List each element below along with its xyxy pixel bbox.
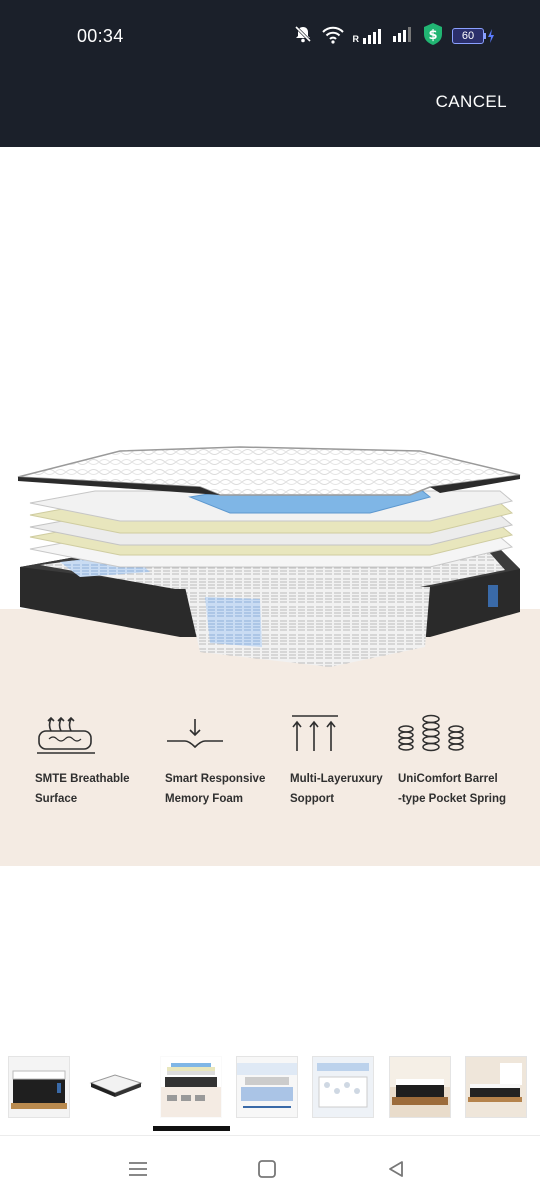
thumbnail-3-selected[interactable] (160, 1056, 222, 1118)
home-button[interactable] (252, 1154, 282, 1184)
mute-icon (293, 24, 313, 49)
wifi-icon (321, 24, 345, 49)
status-time: 00:34 (77, 26, 124, 46)
feature-memory-foam: Smart Responsive Memory Foam (165, 713, 290, 809)
feature-multi-layer-support: Multi-Layeruxury Sopport (290, 713, 415, 809)
feature-breathable-surface: SMTE Breathable Surface (35, 713, 160, 809)
feature-pocket-spring: UniComfort Barrel -type Pocket Spring (398, 713, 523, 809)
thumbnail-strip (0, 1054, 540, 1134)
thumbnail-2[interactable] (84, 1056, 146, 1118)
back-icon (389, 1161, 403, 1177)
feature-label: SMTE Breathable Surface (35, 773, 130, 805)
memory-foam-icon (165, 713, 290, 759)
signal-2-icon (392, 26, 414, 47)
signal-icon: R (353, 28, 385, 44)
thumbnail-4[interactable] (236, 1056, 298, 1118)
cancel-button[interactable]: CANCEL (435, 92, 507, 111)
network-type-label: R (352, 34, 360, 44)
mattress-layers-illustration (17, 446, 521, 667)
feature-label: UniComfort Barrel -type Pocket Spring (398, 773, 506, 805)
battery-icon: 60 (452, 28, 496, 44)
thumbnail-6[interactable] (389, 1056, 451, 1118)
product-image-viewer[interactable]: SMTE Breathable Surface Smart Responsive… (0, 147, 540, 1047)
battery-level: 60 (452, 28, 484, 44)
top-bar: 00:34 R $ 60 CANCEL (0, 0, 540, 147)
support-arrows-icon (290, 713, 415, 759)
recent-apps-button[interactable] (123, 1154, 153, 1184)
status-icons: R $ 60 (293, 22, 497, 51)
back-button[interactable] (381, 1154, 411, 1184)
thumbnail-5[interactable] (312, 1056, 374, 1118)
system-navigation-bar (0, 1135, 540, 1201)
thumbnail-1[interactable] (8, 1056, 70, 1118)
feature-label: Smart Responsive Memory Foam (165, 773, 266, 805)
menu-icon (129, 1162, 147, 1176)
pocket-spring-icon (398, 713, 523, 759)
breathable-surface-icon (35, 713, 160, 759)
home-icon (258, 1160, 276, 1178)
shield-dollar-icon: $ (422, 22, 444, 51)
feature-label: Multi-Layeruxury Sopport (290, 773, 383, 805)
svg-text:$: $ (428, 28, 437, 43)
selected-thumbnail-indicator (153, 1126, 230, 1131)
thumbnail-7[interactable] (465, 1056, 527, 1118)
